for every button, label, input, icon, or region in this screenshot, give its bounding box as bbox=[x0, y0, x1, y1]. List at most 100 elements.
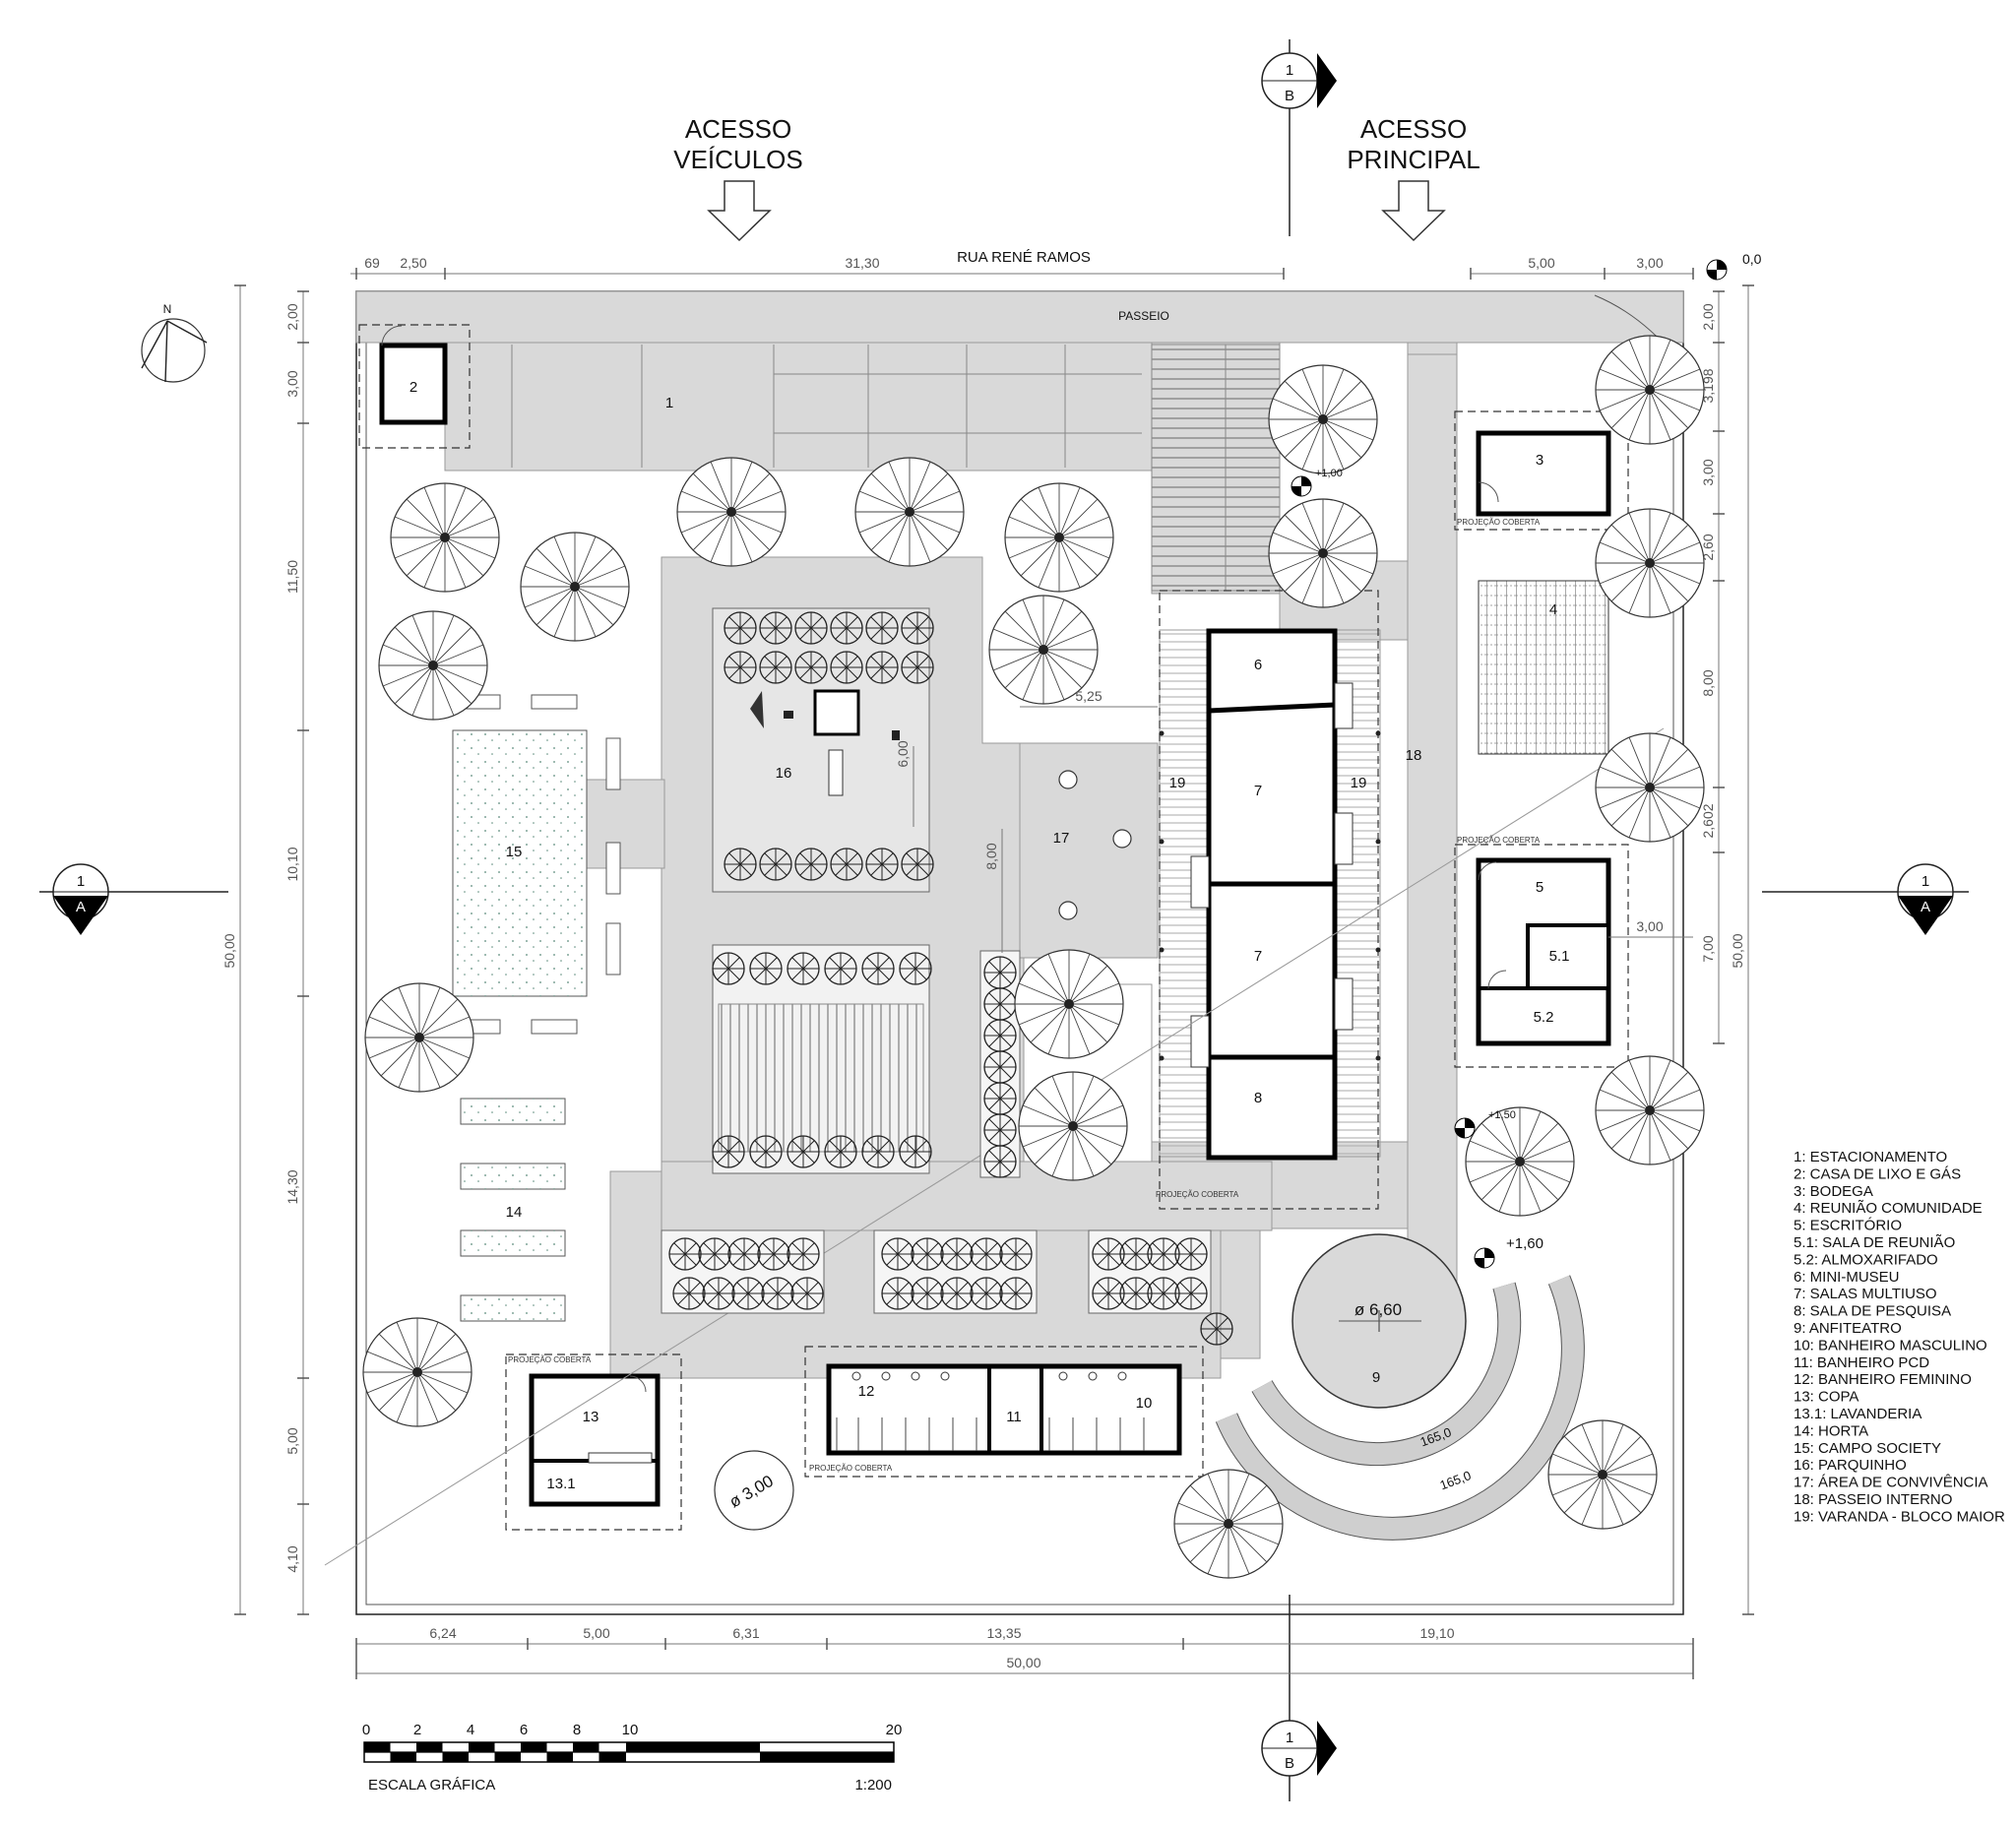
room-13-1: 13.1 bbox=[546, 1476, 575, 1492]
shrub-icon bbox=[702, 1277, 735, 1310]
room-5-2: 5.2 bbox=[1534, 1009, 1554, 1026]
legend-item: 3: BODEGA bbox=[1794, 1183, 1873, 1200]
shrub-icon bbox=[761, 1277, 794, 1310]
dim-left-1: 3,00 bbox=[284, 370, 300, 397]
scale-tick-1: 2 bbox=[413, 1722, 421, 1738]
shrub-icon bbox=[983, 1082, 1017, 1115]
legend-item: 10: BANHEIRO MASCULINO bbox=[1794, 1337, 1987, 1353]
section-b-letter-bottom: B bbox=[1285, 1755, 1294, 1772]
legend-item: 4: REUNIÃO COMUNIDADE bbox=[1794, 1200, 1983, 1217]
tree-icon bbox=[390, 482, 500, 593]
section-marker-a-right bbox=[1762, 863, 1969, 935]
dim-left-0: 2,00 bbox=[284, 303, 300, 330]
access-main-line2: PRINCIPAL bbox=[1347, 145, 1480, 174]
room-3: 3 bbox=[1536, 452, 1544, 469]
room-5: 5 bbox=[1536, 879, 1544, 896]
room-2: 2 bbox=[410, 379, 417, 396]
shrub-icon bbox=[970, 1237, 1003, 1271]
shrub-icon bbox=[759, 848, 792, 881]
shrub-icon bbox=[865, 848, 899, 881]
level-2: +1,50 bbox=[1488, 1109, 1516, 1121]
shrub-icon bbox=[824, 952, 857, 985]
scale-tick-2: 4 bbox=[467, 1722, 474, 1738]
section-a-num: 1 bbox=[77, 873, 85, 890]
room-6: 6 bbox=[1254, 657, 1262, 673]
shrub-icon bbox=[901, 651, 934, 684]
shrub-icon bbox=[787, 952, 820, 985]
tree-icon bbox=[1465, 1106, 1575, 1217]
shrub-icon bbox=[899, 952, 932, 985]
scale-ratio: 1:200 bbox=[854, 1777, 892, 1794]
section-a-letter: A bbox=[76, 899, 86, 915]
room-10: 10 bbox=[1136, 1395, 1153, 1412]
section-b-num: 1 bbox=[1286, 62, 1293, 79]
shrub-icon bbox=[865, 611, 899, 645]
shrub-icon bbox=[830, 848, 863, 881]
shrub-icon bbox=[1119, 1277, 1153, 1310]
social-area-17 bbox=[1019, 742, 1159, 959]
room-13: 13 bbox=[583, 1409, 599, 1425]
section-a-num-right: 1 bbox=[1922, 873, 1929, 890]
legend-item: 14: HORTA bbox=[1794, 1422, 1868, 1439]
cover-note-3: PROJEÇÃO COBERTA bbox=[1457, 518, 1541, 527]
tree-icon bbox=[1268, 498, 1378, 608]
legend-item: 13: COPA bbox=[1794, 1389, 1858, 1406]
access-vehicles-line1: ACESSO bbox=[685, 114, 791, 144]
building-2 bbox=[379, 343, 448, 425]
shrub-icon bbox=[901, 611, 934, 645]
graphic-scale bbox=[363, 1741, 895, 1763]
dim-left-5: 5,00 bbox=[284, 1427, 300, 1454]
legend-item: 7: SALAS MULTIUSO bbox=[1794, 1286, 1937, 1302]
dim-right-2: 3,00 bbox=[1700, 459, 1716, 485]
dim-left-6: 4,10 bbox=[284, 1545, 300, 1572]
cover-note-main: PROJEÇÃO COBERTA bbox=[1156, 1190, 1239, 1199]
legend-item: 5.1: SALA DE REUNIÃO bbox=[1794, 1234, 1955, 1251]
dim-bottom-2: 6,31 bbox=[732, 1625, 759, 1641]
section-b-num-bottom: 1 bbox=[1286, 1730, 1293, 1746]
legend-item: 17: ÁREA DE CONVIVÊNCIA bbox=[1794, 1475, 1988, 1491]
legend-item: 13.1: LAVANDERIA bbox=[1794, 1406, 1922, 1422]
shrub-icon bbox=[712, 1135, 745, 1168]
dim-left-total: 50,00 bbox=[221, 933, 237, 968]
tree-icon bbox=[1268, 364, 1378, 474]
legend-item: 8: SALA DE PESQUISA bbox=[1794, 1303, 1951, 1320]
dimension-lines bbox=[234, 268, 1754, 1679]
dim-bottom-1: 5,00 bbox=[583, 1625, 609, 1641]
dim-bottom-0: 6,24 bbox=[429, 1625, 456, 1641]
building-3 bbox=[1476, 430, 1611, 517]
shrub-icon bbox=[1092, 1237, 1125, 1271]
street-name: RUA RENÉ RAMOS bbox=[957, 249, 1091, 266]
room-8: 8 bbox=[1254, 1090, 1262, 1106]
tree-icon bbox=[364, 982, 474, 1093]
legend-item: 16: PARQUINHO bbox=[1794, 1457, 1907, 1474]
scale-tick-0: 0 bbox=[362, 1722, 370, 1738]
dim-internal-2: 8,00 bbox=[983, 843, 999, 869]
dim-right-0: 2,00 bbox=[1700, 303, 1716, 330]
building-4 bbox=[1478, 580, 1609, 755]
shrub-icon bbox=[1200, 1312, 1233, 1346]
shrub-icon bbox=[861, 1135, 895, 1168]
dim-top-4: 3,00 bbox=[1636, 255, 1663, 271]
shrub-icon bbox=[861, 952, 895, 985]
shrub-icon bbox=[1147, 1277, 1180, 1310]
shrub-icon bbox=[759, 611, 792, 645]
shrub-icon bbox=[794, 848, 828, 881]
scale-tick-4: 8 bbox=[573, 1722, 581, 1738]
room-18: 18 bbox=[1406, 747, 1422, 764]
level-1: +1,00 bbox=[1315, 468, 1343, 479]
cover-note-wc: PROJEÇÃO COBERTA bbox=[809, 1464, 893, 1473]
building-13 bbox=[529, 1373, 661, 1507]
section-a-letter-right: A bbox=[1921, 899, 1930, 915]
tree-icon bbox=[1595, 1055, 1705, 1165]
shrub-icon bbox=[983, 956, 1017, 989]
legend-item: 2: CASA DE LIXO E GÁS bbox=[1794, 1165, 1961, 1182]
dim-left-2: 11,50 bbox=[284, 560, 300, 594]
main-block bbox=[1206, 628, 1338, 1161]
access-main-line1: ACESSO bbox=[1360, 114, 1467, 144]
tree-icon bbox=[1014, 949, 1124, 1059]
room-1: 1 bbox=[665, 395, 673, 411]
tree-icon bbox=[1173, 1469, 1284, 1579]
scale-title: ESCALA GRÁFICA bbox=[368, 1777, 495, 1794]
dim-bottom-total: 50,00 bbox=[1006, 1655, 1040, 1670]
